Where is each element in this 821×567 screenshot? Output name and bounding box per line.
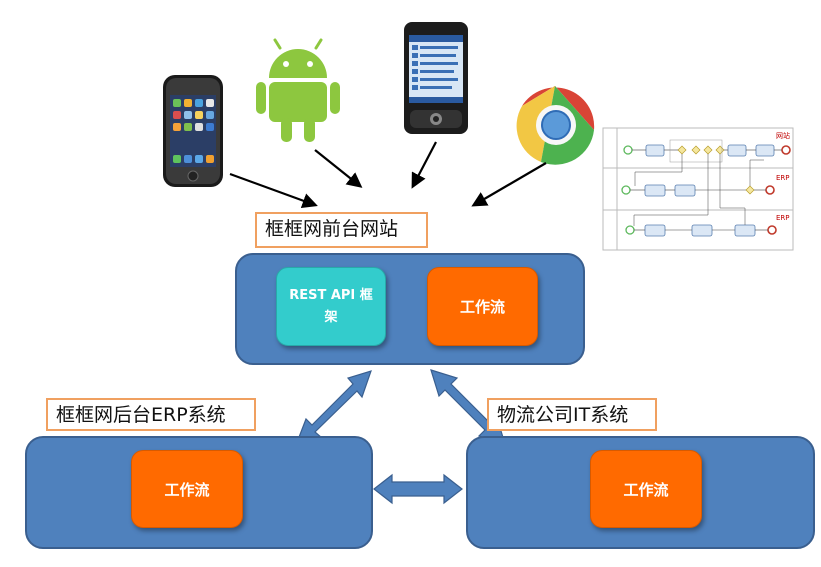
frontend-erp-double-arrow <box>295 370 372 446</box>
android-icon <box>256 38 340 142</box>
rest-api-box: REST API 框架 <box>276 267 386 346</box>
erp-title: 框框网后台ERP系统 <box>46 398 256 431</box>
chrome-icon <box>516 86 595 165</box>
erp-workflow-box: 工作流 <box>131 450 243 528</box>
frontend-workflow-box: 工作流 <box>427 267 538 346</box>
windows-mobile-phone-icon <box>404 22 468 134</box>
iphone-to-frontend-arrow <box>229 172 318 209</box>
workflow-lane-tag: 网站 <box>776 131 790 140</box>
frontend-title: 框框网前台网站 <box>255 212 428 248</box>
android-to-frontend-arrow <box>314 149 363 188</box>
workflow-lane-tag: ERP <box>776 174 790 182</box>
workflow-diagram-thumbnail: 网站 ERP ERP <box>602 127 794 251</box>
workflow-lane-tag: ERP <box>776 214 790 222</box>
erp-logistics-double-arrow <box>373 473 463 505</box>
winmobile-to-frontend-arrow <box>411 141 437 189</box>
logistics-title: 物流公司IT系统 <box>487 398 657 431</box>
iphone-icon <box>163 75 223 187</box>
browser-to-frontend-arrow <box>471 162 547 207</box>
logistics-workflow-box: 工作流 <box>590 450 702 528</box>
